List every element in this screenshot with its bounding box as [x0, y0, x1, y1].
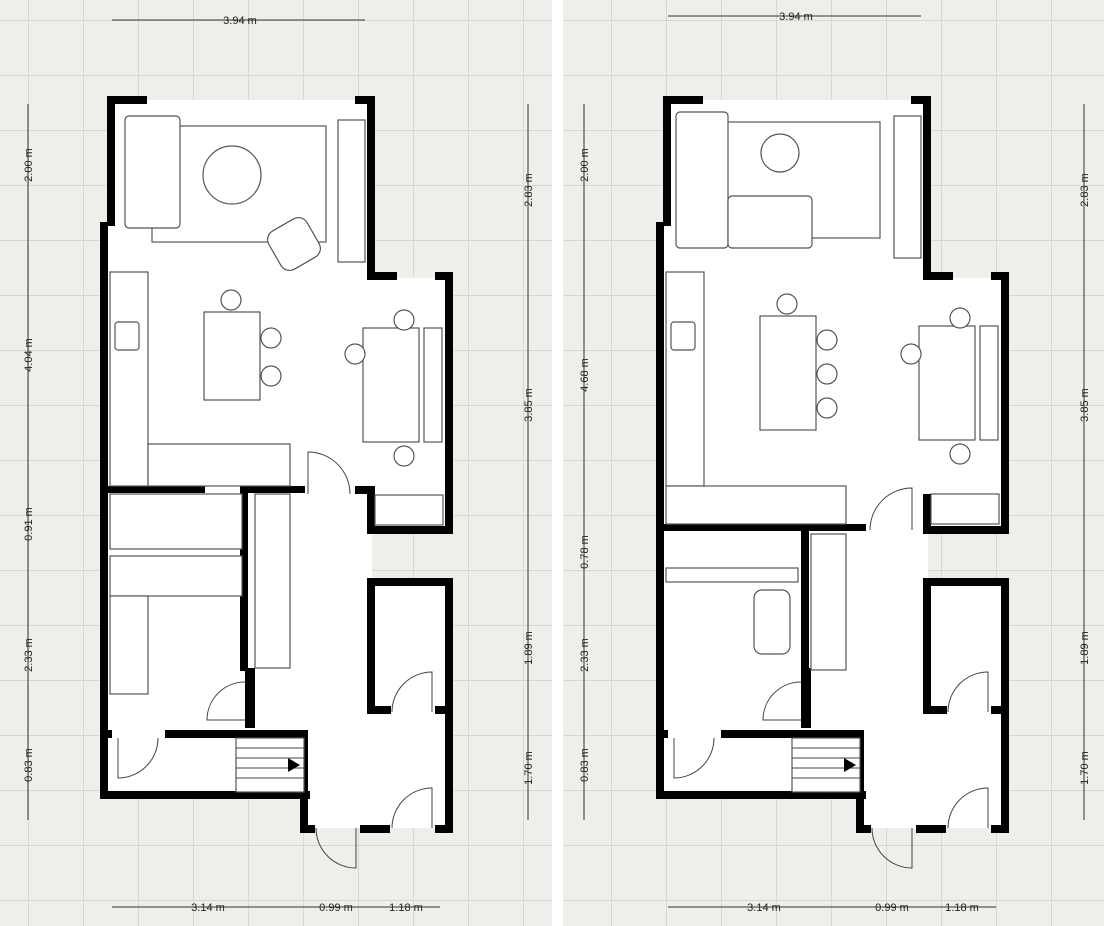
shelving-unit: [337, 119, 366, 263]
door-swing: [117, 737, 159, 779]
dimension-bottom-1: 3.14 m: [747, 902, 781, 914]
dining-table: [362, 327, 420, 443]
door-swing: [762, 681, 802, 721]
dimension-left-5: 0.83 m: [23, 748, 35, 782]
sink: [670, 321, 696, 351]
dimension-top: 3.94 m: [223, 15, 257, 27]
dimension-left-4: 2.33 m: [579, 638, 591, 672]
dimension-right-1: 2.83 m: [1079, 173, 1091, 207]
sofa: [124, 115, 181, 229]
dimension-top: 3.94 m: [779, 11, 813, 23]
desk-chair: [753, 589, 791, 655]
shelving-unit: [893, 115, 922, 259]
dimension-bottom-2: 0.99 m: [319, 902, 353, 914]
dimensions: [27, 19, 529, 908]
corner-sofa: [727, 195, 813, 249]
dimension-right-4: 1.70 m: [523, 751, 535, 785]
dimension-right-3: 1.89 m: [523, 631, 535, 665]
dimension-left-1: 2.00 m: [579, 148, 591, 182]
dimension-right-4: 1.70 m: [1079, 751, 1091, 785]
bench: [374, 494, 444, 526]
furniture: [665, 111, 1000, 869]
dimension-bottom-1: 3.14 m: [191, 902, 225, 914]
door-swing: [947, 671, 989, 713]
dimension-left-4: 2.33 m: [23, 638, 35, 672]
door-swing: [391, 671, 433, 713]
kitchen-table: [203, 311, 261, 401]
dimension-left-2: 4.68 m: [579, 358, 591, 392]
stairs-arrow-icon: [844, 758, 856, 772]
panel-divider: [552, 0, 563, 926]
dimension-left-3: 0.91 m: [23, 507, 35, 541]
furniture: [109, 115, 444, 869]
cabinet: [810, 533, 847, 671]
dimension-left-2: 4.04 m: [23, 338, 35, 372]
kitchen-counter-bottom: [147, 443, 291, 487]
floor-plan-left: 3.94 m 3.14 m 0.99 m 1.18 m 2.00 m 4.04 …: [23, 15, 535, 914]
dimension-right-3: 1.89 m: [1079, 631, 1091, 665]
storage: [665, 567, 799, 583]
dimension-right-2: 3.85 m: [1079, 388, 1091, 422]
dimension-bottom-2: 0.99 m: [875, 902, 909, 914]
kitchen-counter-bottom: [665, 485, 847, 525]
bench: [979, 325, 999, 441]
kitchen-counter: [665, 271, 705, 487]
kitchen-table: [759, 315, 817, 431]
chair: [393, 445, 415, 467]
dimension-bottom-3: 1.18 m: [945, 902, 979, 914]
wardrobe: [109, 595, 149, 695]
door-swing: [947, 787, 989, 829]
chair: [776, 293, 798, 315]
cabinet: [254, 493, 291, 669]
chair: [949, 443, 971, 465]
walls: [100, 96, 453, 833]
storage: [109, 493, 243, 550]
dimension-right-1: 2.83 m: [523, 173, 535, 207]
dining-table: [918, 325, 976, 441]
door-swing: [673, 737, 715, 779]
chair: [393, 309, 415, 331]
dimension-left-3: 0.78 m: [579, 535, 591, 569]
sink: [114, 321, 140, 351]
kitchen-counter: [109, 271, 149, 487]
stairs-arrow-icon: [288, 758, 300, 772]
dimension-right-2: 3.85 m: [523, 388, 535, 422]
chair: [260, 365, 282, 387]
armchair: [267, 217, 321, 271]
door-swing: [307, 451, 351, 495]
chair: [949, 307, 971, 329]
bench: [930, 493, 1000, 525]
floor-area: [663, 100, 1006, 828]
chair: [344, 343, 366, 365]
floor-plan-right: 3.94 m 3.14 m 0.99 m 1.18 m 2.00 m 4.68 …: [579, 11, 1091, 914]
wardrobe: [109, 555, 243, 597]
door-swing: [871, 827, 913, 869]
floor-plan-right-panel: 3.94 m 3.14 m 0.99 m 1.18 m 2.00 m 4.68 …: [563, 0, 1104, 926]
dimension-left-1: 2.00 m: [23, 148, 35, 182]
corner-sofa: [675, 111, 729, 249]
chair: [900, 343, 922, 365]
floor-plan-left-panel: 3.94 m 3.14 m 0.99 m 1.18 m 2.00 m 4.04 …: [0, 0, 552, 926]
door-swing: [315, 827, 357, 869]
bench: [423, 327, 443, 443]
door-swing: [391, 787, 433, 829]
dimension-bottom-3: 1.18 m: [389, 902, 423, 914]
chair: [816, 397, 838, 419]
door-swing: [869, 487, 913, 531]
coffee-table: [202, 145, 262, 205]
chair: [260, 327, 282, 349]
coffee-table: [760, 133, 800, 173]
dimensions: [583, 15, 1085, 908]
chair: [816, 329, 838, 351]
chair: [816, 363, 838, 385]
door-swing: [206, 681, 246, 721]
dimension-left-5: 0.83 m: [579, 748, 591, 782]
chair: [220, 289, 242, 311]
